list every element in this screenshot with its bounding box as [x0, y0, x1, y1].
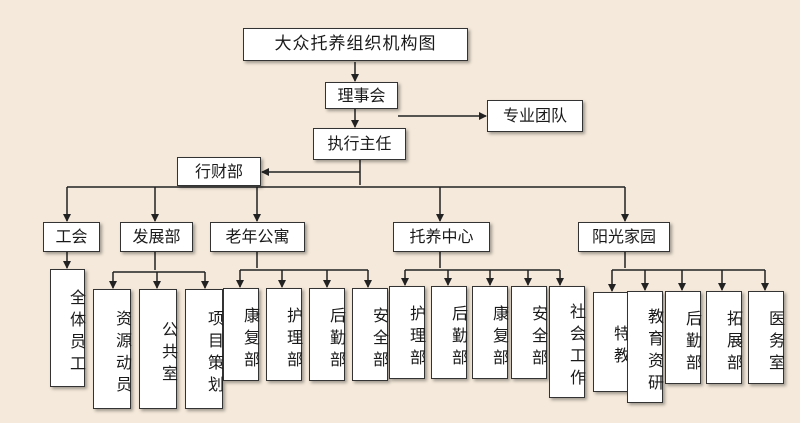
node-care-safety: 安全部	[511, 286, 548, 379]
node-resource-mobilization: 资源动员	[93, 289, 132, 409]
node-care-rehab: 康复部	[472, 286, 509, 379]
node-care-social-work: 社会工作	[549, 286, 586, 398]
node-special-education: 特教	[593, 292, 630, 392]
dept-development: 发展部	[120, 222, 193, 252]
node-sunshine-logistics: 后勤部	[665, 291, 702, 384]
node-care-nursing: 护理部	[389, 286, 426, 379]
director-box: 执行主任	[313, 128, 406, 160]
node-expansion: 拓展部	[706, 291, 743, 384]
node-elderly-safety: 安全部	[352, 288, 389, 381]
council-box: 理事会	[325, 82, 398, 109]
dept-care-center: 托养中心	[393, 222, 490, 252]
chart-title: 大众托养组织机构图	[243, 28, 468, 61]
node-clinic: 医务室	[748, 291, 785, 384]
node-elderly-nursing: 护理部	[266, 288, 303, 381]
dept-union: 工会	[43, 222, 100, 252]
dept-elderly-apartments: 老年公寓	[210, 222, 305, 252]
node-all-staff: 全体员工	[50, 269, 86, 387]
node-elderly-logistics: 后勤部	[309, 288, 346, 381]
node-elderly-rehab: 康复部	[223, 288, 260, 381]
finance-box: 行财部	[177, 157, 261, 186]
dept-sunshine-home: 阳光家园	[578, 222, 670, 252]
node-public-office: 公共室	[139, 289, 178, 409]
node-project-planning: 项目策划	[185, 289, 224, 409]
node-education-research: 教育资研	[627, 291, 664, 403]
node-care-logistics: 后勤部	[431, 286, 468, 379]
professional-team-box: 专业团队	[487, 100, 583, 132]
